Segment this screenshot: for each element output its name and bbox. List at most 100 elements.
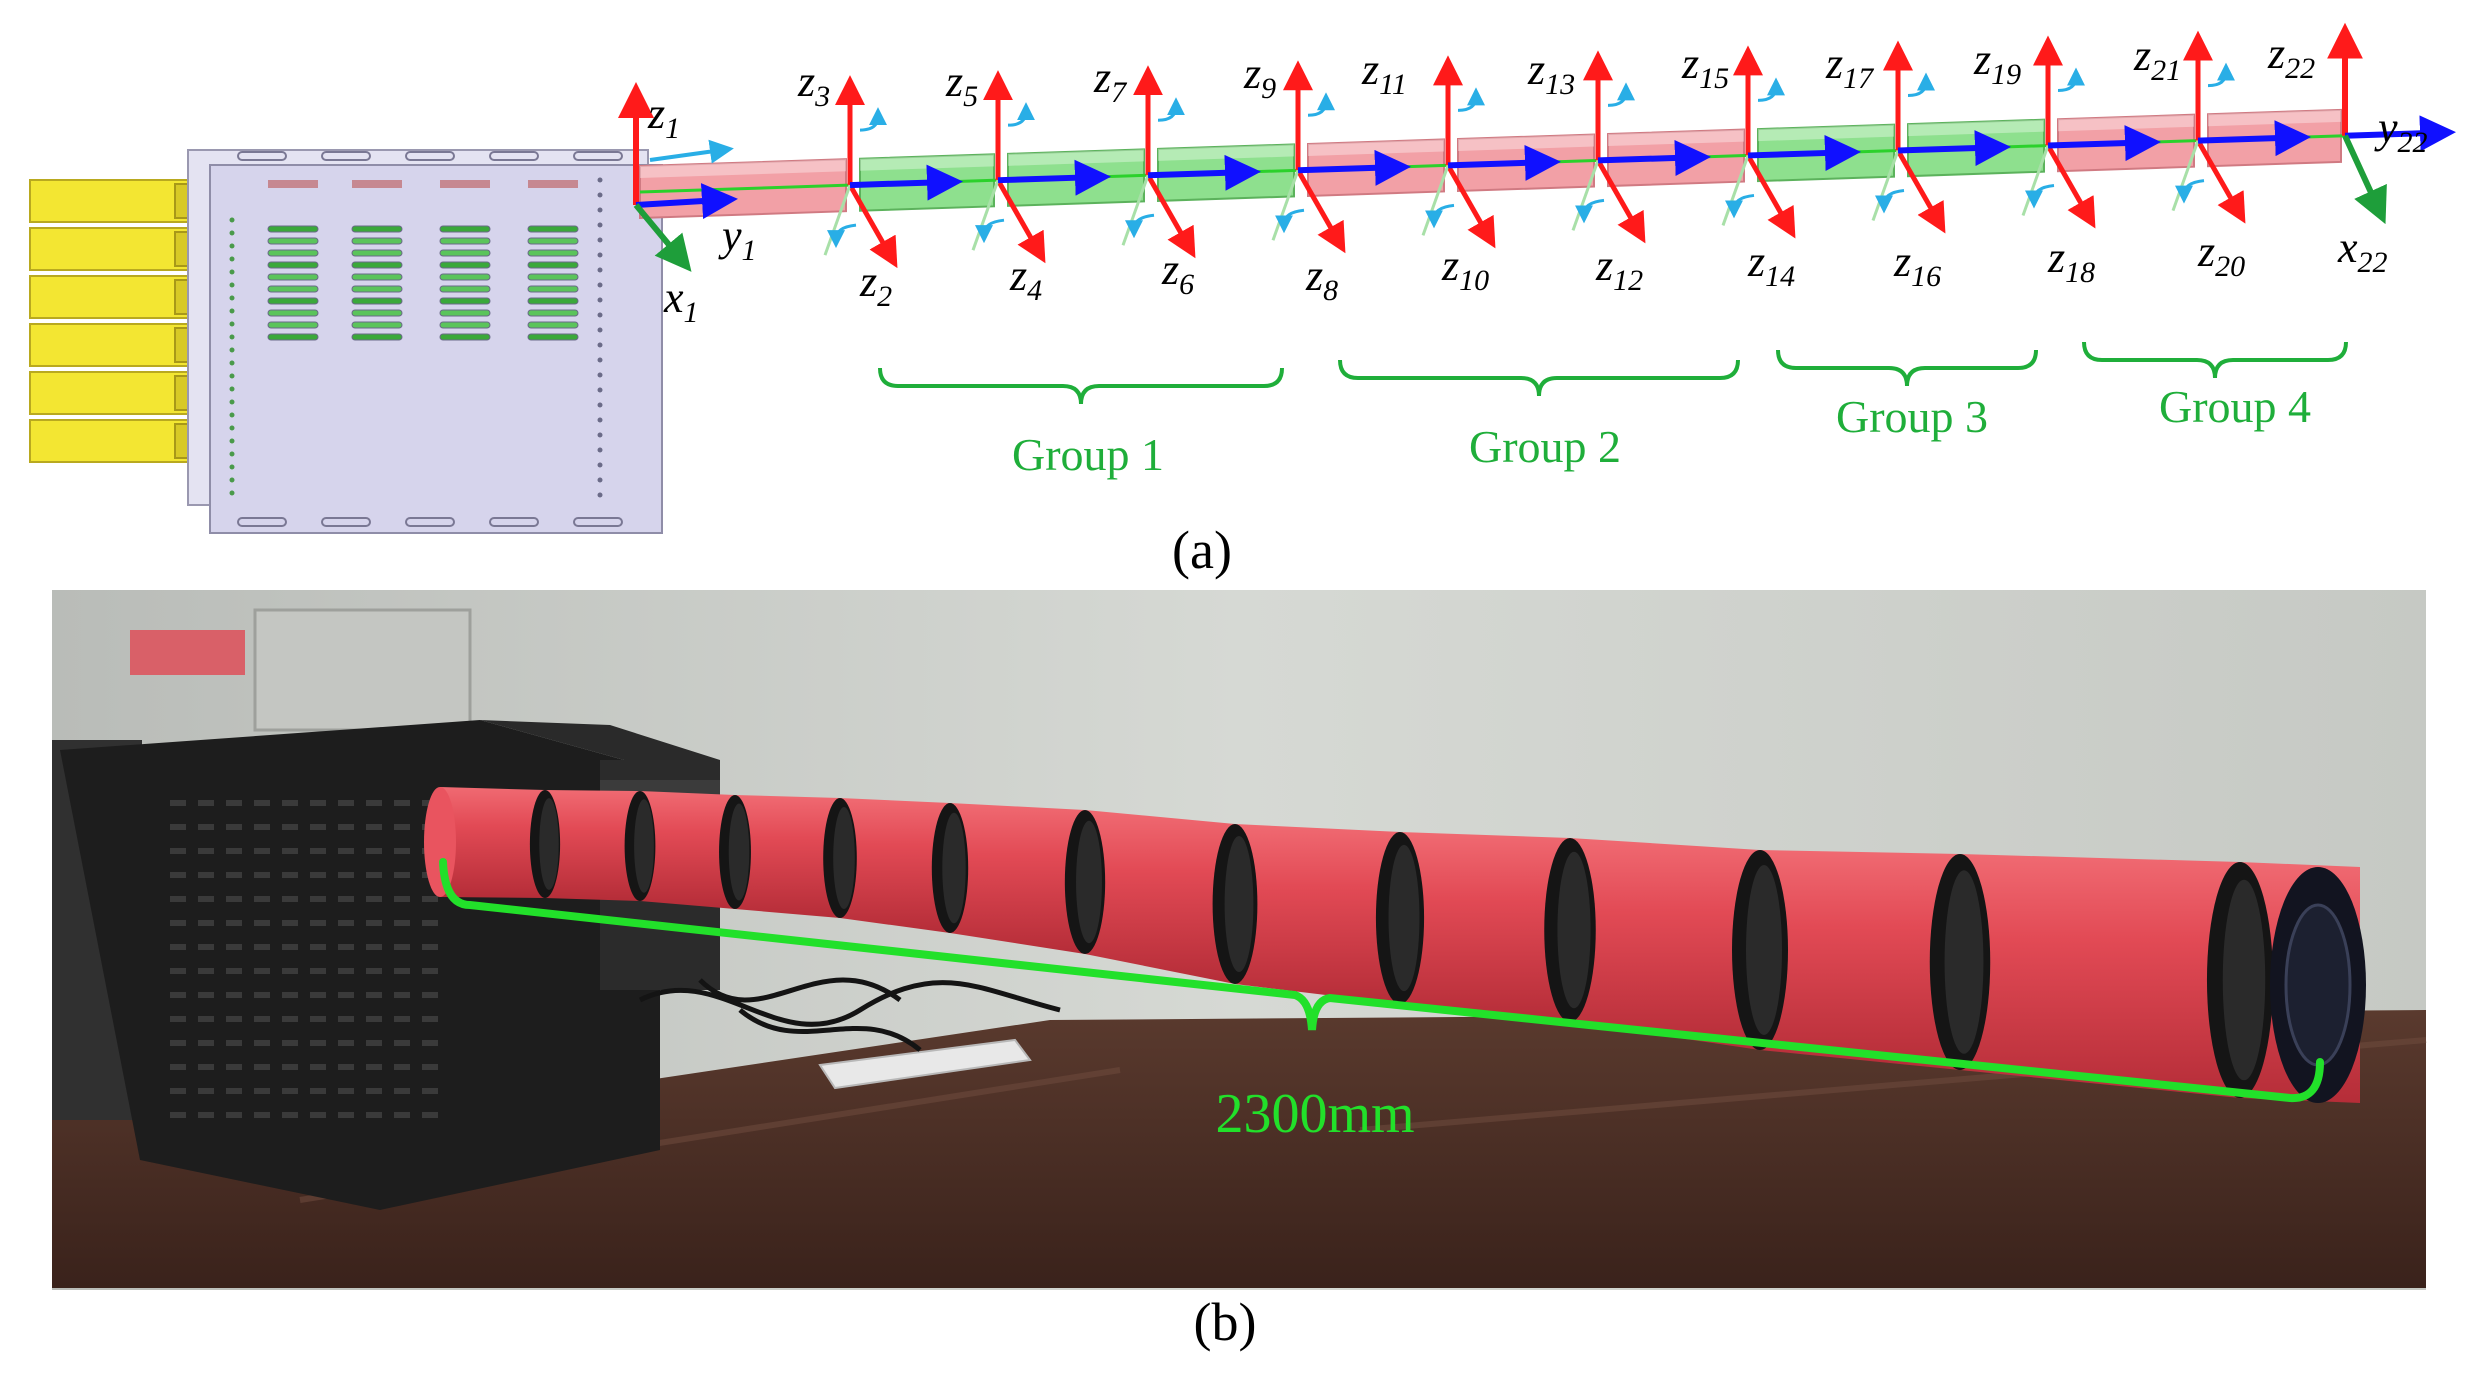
slot <box>527 297 579 305</box>
robot-base-end <box>424 787 456 897</box>
z20-label: z20 <box>2197 227 2245 283</box>
z7-label: z7 <box>1093 53 1128 109</box>
slot <box>351 273 403 281</box>
motor-2 <box>29 227 201 271</box>
z10-label: z10 <box>1441 241 1489 297</box>
base-plate <box>187 149 663 534</box>
z22-label: z22 <box>2267 29 2315 85</box>
group-brace <box>1776 349 2038 387</box>
slot <box>439 273 491 281</box>
joint-frame <box>1121 65 1261 259</box>
robot-segment <box>950 803 1085 954</box>
z18-label: z18 <box>2047 233 2095 289</box>
end-frame-labels: z22 y22 x22 <box>2267 29 2428 279</box>
robot-segment <box>1960 854 2240 1098</box>
slot <box>267 297 319 305</box>
slot <box>351 225 403 233</box>
measurement-label: 2300mm <box>1215 1083 1414 1145</box>
slot <box>527 237 579 245</box>
x1-label: x1 <box>663 273 699 329</box>
base-frame-labels: z1 y1 x1 <box>647 89 757 329</box>
z6-label: z6 <box>1161 245 1194 301</box>
photo-desk <box>52 1010 2426 1288</box>
z8-label: z8 <box>1305 251 1338 307</box>
group-1-label: Group 1 <box>1012 429 1164 480</box>
group-brace <box>2082 341 2348 379</box>
robot-segment <box>735 795 840 918</box>
slot <box>439 261 491 269</box>
caption-a: (a) <box>1172 520 1232 580</box>
joint-frame <box>2021 35 2161 229</box>
slot <box>439 297 491 305</box>
slot <box>527 225 579 233</box>
x22-label: x22 <box>2337 223 2388 279</box>
y1-label: y1 <box>718 211 757 267</box>
measure-bracket <box>439 858 2324 1103</box>
slot <box>267 321 319 329</box>
joint-frame <box>1421 55 1561 249</box>
z17-label: z17 <box>1825 39 1875 95</box>
slot <box>527 321 579 329</box>
joint-frame <box>823 75 963 269</box>
photo-wall-box <box>253 608 472 732</box>
z12-label: z12 <box>1595 241 1643 297</box>
joint-frame <box>2171 30 2311 224</box>
slot <box>527 333 579 341</box>
base-plate-slots <box>229 151 623 527</box>
z21-label: z21 <box>2133 31 2181 87</box>
group-braces <box>878 341 2348 405</box>
z19-label: z19 <box>1973 35 2021 91</box>
slot <box>439 249 491 257</box>
group-4-label: Group 4 <box>2159 381 2311 432</box>
slot <box>527 309 579 317</box>
slot <box>351 309 403 317</box>
slot <box>267 237 319 245</box>
actuator-motors <box>29 179 206 463</box>
z4-label: z4 <box>1009 251 1042 307</box>
y1-axis <box>635 183 738 220</box>
slot <box>351 237 403 245</box>
joint-frames <box>618 22 2456 272</box>
slot <box>267 225 319 233</box>
slot <box>351 333 403 341</box>
z15-label: z15 <box>1681 39 1729 95</box>
slot <box>439 321 491 329</box>
slot <box>439 285 491 293</box>
robot-segment <box>545 790 640 901</box>
robot-segment <box>1760 850 1960 1070</box>
robot-segment <box>1235 824 1400 1004</box>
x22-axis <box>2342 134 2387 225</box>
slot <box>527 285 579 293</box>
motor-1 <box>29 179 201 223</box>
z9-label: z9 <box>1243 49 1276 105</box>
robot-segment <box>1085 810 1235 984</box>
z14-label: z14 <box>1747 237 1795 293</box>
group-2-label: Group 2 <box>1469 421 1621 472</box>
photo-power-strip <box>818 1038 1032 1090</box>
y22-label: y22 <box>2374 103 2428 159</box>
robot-segment <box>640 791 735 909</box>
motor-3 <box>29 275 201 319</box>
slot <box>267 285 319 293</box>
slot <box>267 309 319 317</box>
y22-axis <box>2344 115 2456 152</box>
slot <box>439 309 491 317</box>
z11-label: z11 <box>1361 45 1407 101</box>
z1-label: z1 <box>647 89 680 145</box>
slot <box>351 297 403 305</box>
robot-segment <box>1400 832 1570 1022</box>
joint-frame <box>1571 50 1711 244</box>
slot <box>267 333 319 341</box>
joint-frame <box>971 70 1111 264</box>
z13-label: z13 <box>1527 45 1575 101</box>
slot <box>527 249 579 257</box>
robot-segment <box>1570 838 1760 1050</box>
joint-frame <box>1871 40 2011 234</box>
robot-segment <box>840 798 950 933</box>
z16-label: z16 <box>1893 237 1941 293</box>
z3-label: z3 <box>797 57 830 113</box>
